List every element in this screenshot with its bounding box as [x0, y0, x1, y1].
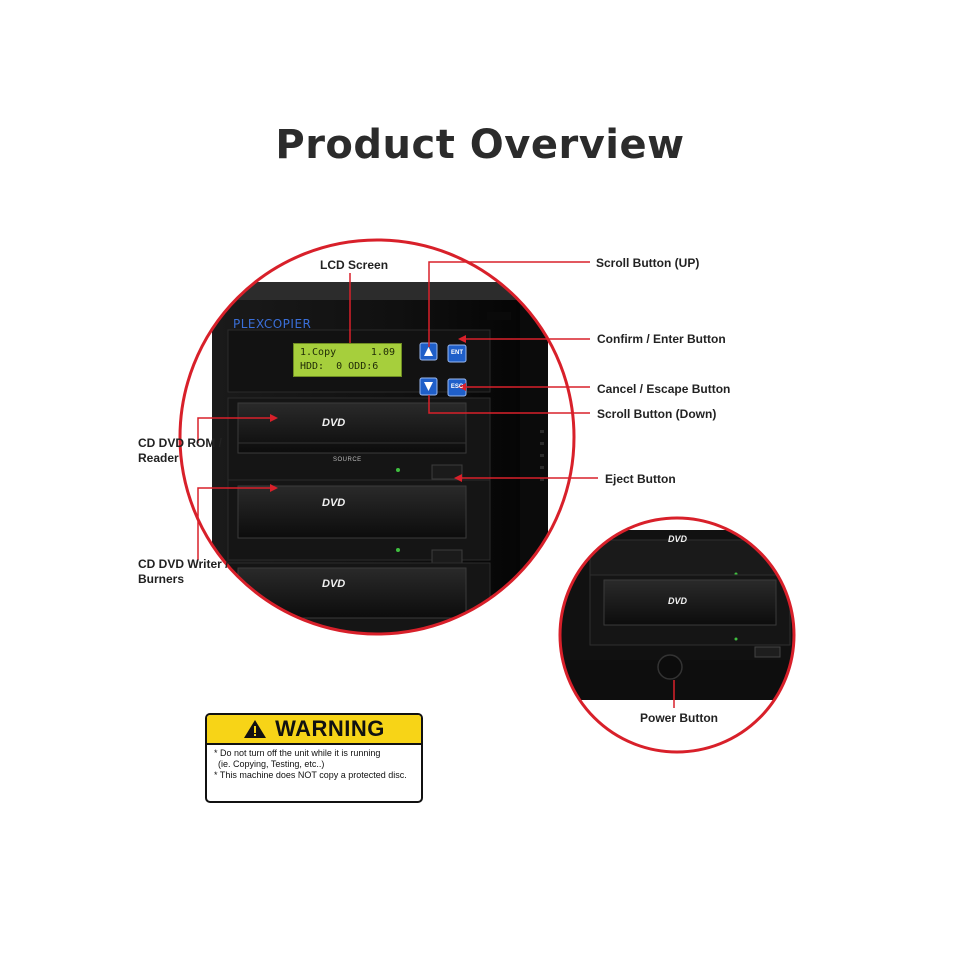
eject-button[interactable] [431, 464, 463, 480]
label-scroll-down: Scroll Button (Down) [597, 407, 717, 421]
power-closeup [560, 518, 794, 752]
warning-line: (ie. Copying, Testing, etc..) [218, 759, 325, 769]
dvd-logo: DVD [322, 578, 346, 590]
warning-header: WARNING [207, 715, 421, 745]
closeup-circle-frame [178, 238, 576, 636]
page-title: Product Overview [275, 122, 685, 168]
callout-lines [197, 261, 675, 708]
warning-body: * Do not turn off the unit while it is r… [207, 745, 421, 784]
label-power: Power Button [640, 711, 718, 725]
dvd-logo: DVD [322, 497, 346, 509]
label-reader: CD DVD ROM / Reader [138, 436, 222, 465]
label-cancel-escape: Cancel / Escape Button [597, 382, 731, 396]
brand-logo: PLEXCOPIER [233, 317, 312, 331]
label-eject: Eject Button [605, 472, 676, 486]
lcd-screen: 1.Copy 1.09 HDD: 0 ODD:6 [293, 343, 402, 377]
label-lcd-screen: LCD Screen [320, 258, 389, 272]
escape-button-label: ESC [450, 384, 464, 390]
label-scroll-up: Scroll Button (UP) [596, 256, 700, 270]
dvd-logo: DVD [322, 417, 346, 429]
warning-line: * This machine does NOT copy a protected… [214, 770, 407, 780]
burner-drive-1 [227, 479, 491, 565]
lcd-line1-right: 1.09 [370, 347, 395, 358]
dvd-logo: DVD [668, 534, 688, 544]
reader-drive [227, 397, 491, 481]
source-label: SOURCE [333, 457, 362, 463]
power-circle-frame [558, 516, 796, 754]
scroll-down-button[interactable] [419, 377, 438, 396]
warning-heading: WARNING [275, 716, 385, 741]
power-button[interactable] [657, 654, 683, 680]
burner-drive-2 [227, 562, 491, 634]
label-confirm-enter: Confirm / Enter Button [597, 332, 726, 346]
dvd-logo: DVD [668, 596, 688, 606]
enter-button[interactable] [447, 344, 467, 363]
enter-button-label: ENT [451, 350, 463, 356]
warning-triangle-icon [244, 720, 267, 738]
label-burners: CD DVD Writer / Burners [138, 557, 229, 586]
lcd-line1-left: 1.Copy [300, 347, 337, 358]
warning-line: * Do not turn off the unit while it is r… [214, 748, 381, 758]
lcd-line2: HDD: 0 ODD:6 [300, 361, 379, 372]
warning-sticker: WARNING * Do not turn off the unit while… [205, 713, 423, 803]
